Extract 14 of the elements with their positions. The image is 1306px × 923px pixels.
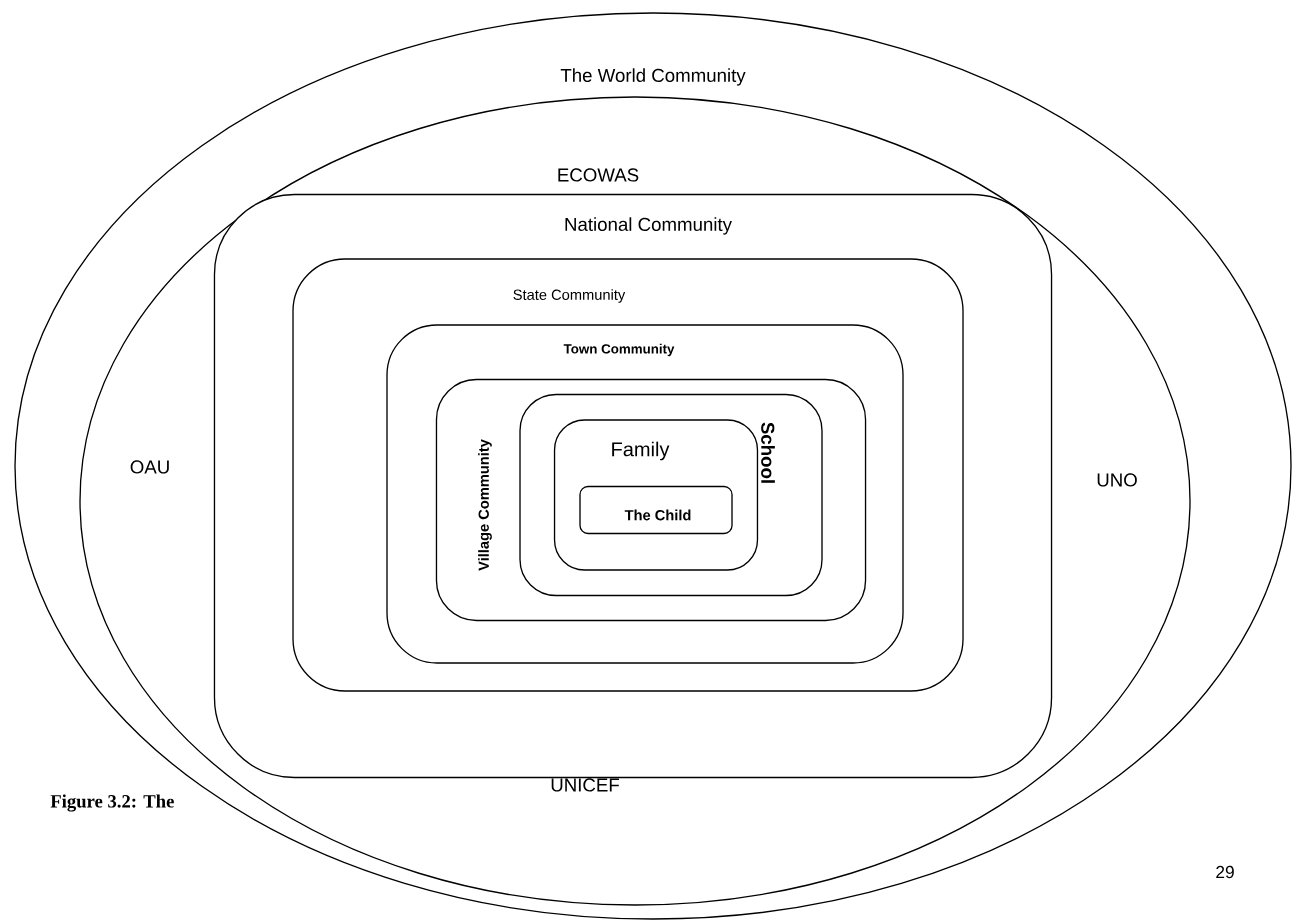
- box-label: The World Community: [560, 68, 746, 86]
- box-label: School: [761, 422, 775, 483]
- box-label: UNICEF: [551, 778, 619, 792]
- box-label: State Community: [513, 289, 626, 303]
- box-label: National Community: [565, 217, 732, 235]
- box-label: Town Community: [563, 343, 675, 357]
- box-label: OAU: [130, 460, 169, 474]
- box-label: UNO: [1097, 473, 1137, 487]
- box-label: Family: [612, 441, 670, 461]
- page-number: 29: [1216, 865, 1234, 879]
- box-label: Village Community: [478, 439, 492, 571]
- box-label: ECOWAS: [558, 168, 639, 182]
- box-label: The Child: [624, 509, 691, 521]
- figure-caption: Figure 3.2: The: [50, 794, 174, 812]
